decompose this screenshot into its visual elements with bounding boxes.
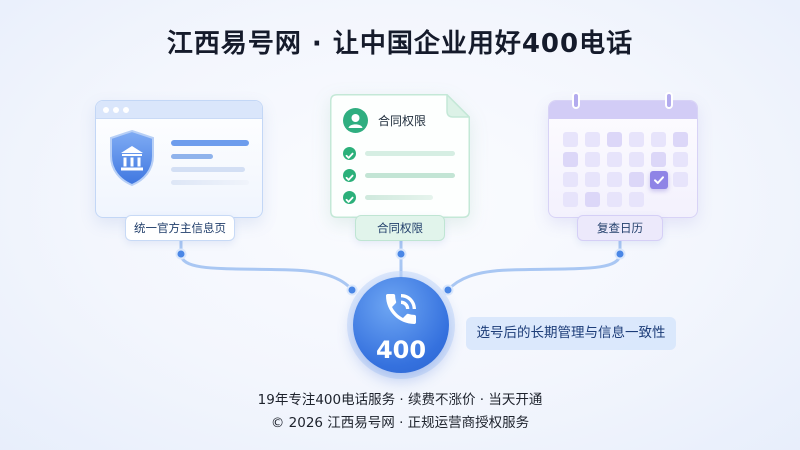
content-line bbox=[171, 167, 245, 172]
official-info-page-card bbox=[95, 100, 263, 218]
check-icon bbox=[653, 175, 664, 184]
hub-400-circle: 400 bbox=[353, 277, 449, 373]
bank-shield-icon bbox=[110, 129, 154, 187]
calendar-ring bbox=[665, 92, 673, 109]
page-title: 江西易号网 · 让中国企业用好400电话 bbox=[166, 29, 634, 59]
calendar-day-cell bbox=[563, 172, 578, 187]
calendar-day-cell bbox=[585, 172, 600, 187]
review-calendar-label: 复查日历 bbox=[577, 215, 663, 241]
window-dot bbox=[103, 107, 109, 113]
connector-dot bbox=[346, 284, 358, 296]
calendar-day-cell bbox=[585, 192, 600, 207]
calendar-checked-day bbox=[649, 170, 668, 189]
window-dot bbox=[123, 107, 129, 113]
content-line bbox=[171, 140, 249, 146]
connector-left bbox=[179, 239, 354, 292]
footer-tagline: 19年专注400电话服务 · 续费不涨价 · 当天开通 bbox=[257, 392, 543, 408]
content-line bbox=[171, 180, 249, 185]
calendar-day-cell bbox=[563, 132, 578, 147]
connector-right bbox=[446, 239, 622, 292]
hub-note: 选号后的长期管理与信息一致性 bbox=[466, 317, 676, 350]
calendar-day-cell bbox=[563, 152, 578, 167]
browser-title-bar bbox=[96, 101, 262, 119]
calendar-day-cell bbox=[629, 172, 644, 187]
permission-line bbox=[365, 151, 455, 156]
calendar-day-cell bbox=[629, 132, 644, 147]
phone-in-talk-icon bbox=[386, 294, 416, 324]
calendar-day-cell bbox=[607, 152, 622, 167]
contract-permission-card: 合同权限 bbox=[330, 94, 470, 218]
calendar-day-cell bbox=[607, 192, 622, 207]
calendar-day-cell bbox=[673, 152, 688, 167]
calendar-day-cell bbox=[629, 192, 644, 207]
content-line bbox=[171, 154, 213, 159]
calendar-day-cell bbox=[607, 172, 622, 187]
footer-copyright: © 2026 江西易号网 · 正规运营商授权服务 bbox=[270, 415, 530, 431]
connector-dot bbox=[395, 248, 407, 260]
official-info-page-label: 统一官方主信息页 bbox=[125, 215, 235, 241]
calendar-day-cell bbox=[607, 132, 622, 147]
calendar-day-cell bbox=[629, 152, 644, 167]
window-dot bbox=[113, 107, 119, 113]
calendar-header-band bbox=[549, 101, 697, 119]
review-calendar-card bbox=[548, 92, 698, 218]
calendar-day-cell bbox=[651, 132, 666, 147]
hub-number: 400 bbox=[375, 336, 427, 364]
calendar-day-cell bbox=[585, 152, 600, 167]
connector-dot bbox=[175, 248, 187, 260]
calendar-day-cell bbox=[563, 192, 578, 207]
calendar-day-cell bbox=[673, 132, 688, 147]
check-circle-icon bbox=[343, 191, 356, 204]
check-circle-icon bbox=[343, 169, 356, 182]
connector-dot bbox=[614, 248, 626, 260]
calendar-day-cell bbox=[585, 132, 600, 147]
permission-line bbox=[365, 173, 455, 178]
contract-permission-label: 合同权限 bbox=[355, 215, 445, 241]
contract-heading: 合同权限 bbox=[378, 114, 427, 128]
user-avatar-icon bbox=[343, 108, 368, 133]
calendar-day-cell bbox=[673, 172, 688, 187]
check-circle-icon bbox=[343, 147, 356, 160]
permission-line bbox=[365, 195, 433, 200]
connector-dot bbox=[442, 284, 454, 296]
calendar-grid bbox=[563, 132, 688, 207]
calendar-ring bbox=[572, 92, 580, 109]
calendar-day-cell bbox=[651, 152, 666, 167]
